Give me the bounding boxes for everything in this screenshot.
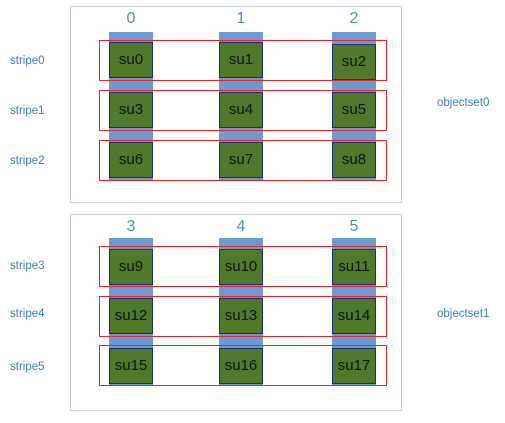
stripe-unit: su0 [109,42,153,78]
stripe-unit: su16 [219,348,263,384]
stripe-unit: su2 [332,44,376,80]
column-label: 3 [126,218,136,235]
stripe-label: stripe1 [10,105,45,117]
stripe-outline [99,246,387,287]
stripe-label: stripe4 [10,308,45,320]
stripe-unit: su1 [219,42,263,78]
stripe-unit: su5 [332,92,376,128]
objectset-label: objectset0 [437,97,490,109]
stripe-unit: su9 [109,249,153,285]
stripe-outline [99,40,387,81]
stripe-unit: su15 [109,348,153,384]
stripe-unit: su14 [332,298,376,334]
stripe-unit: su11 [332,249,376,285]
stripe-unit: su17 [332,348,376,384]
column-label: 5 [349,218,359,235]
stripe-label: stripe0 [10,55,45,67]
stripe-unit: su6 [109,142,153,178]
stripe-unit: su3 [109,92,153,128]
stripe-unit: su7 [219,142,263,178]
stripe-unit: su13 [219,298,263,334]
column-label: 2 [349,10,359,27]
stripe-label: stripe5 [10,361,45,373]
stripe-unit: su10 [219,249,263,285]
stripe-outline [99,90,387,131]
stripe-outline [99,345,387,386]
column-label: 1 [236,10,246,27]
stripe-unit: su12 [109,298,153,334]
column-label: 4 [236,218,246,235]
stripe-outline [99,296,387,337]
objectset-label: objectset1 [437,308,490,320]
stripe-label: stripe3 [10,260,45,272]
stripe-label: stripe2 [10,155,45,167]
column-label: 0 [126,10,136,27]
stripe-unit: su8 [332,142,376,178]
stripe-unit: su4 [219,92,263,128]
stripe-outline [99,140,387,181]
